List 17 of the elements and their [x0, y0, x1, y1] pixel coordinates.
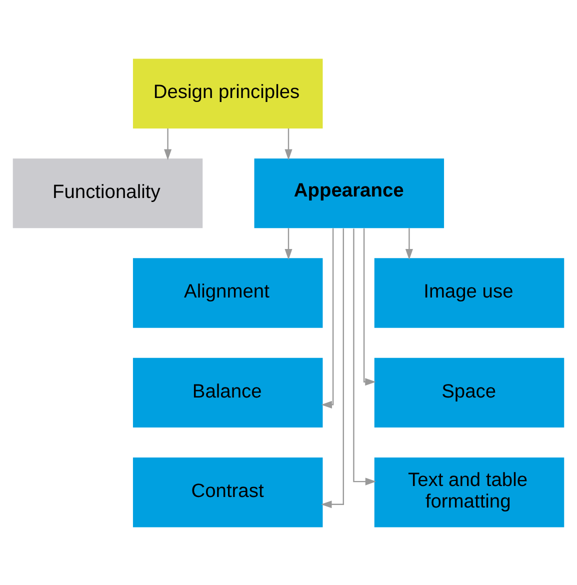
node-box: Functionality	[12, 158, 203, 228]
arrow	[353, 228, 376, 485]
arrow	[284, 128, 292, 160]
node-box: Alignment	[132, 258, 323, 328]
arrow	[363, 228, 376, 386]
arrow	[405, 228, 413, 260]
arrow	[320, 228, 344, 508]
node-box: Design principles	[132, 58, 323, 128]
node-box: Appearance	[254, 158, 444, 228]
arrow	[321, 228, 334, 408]
node-box: Text and table formatting	[374, 457, 564, 527]
node-box: Contrast	[132, 457, 323, 527]
node-box: Balance	[132, 357, 323, 428]
node-box: Image use	[374, 258, 564, 328]
arrow	[164, 128, 172, 160]
node-box: Space	[374, 357, 564, 428]
arrow	[284, 228, 292, 260]
